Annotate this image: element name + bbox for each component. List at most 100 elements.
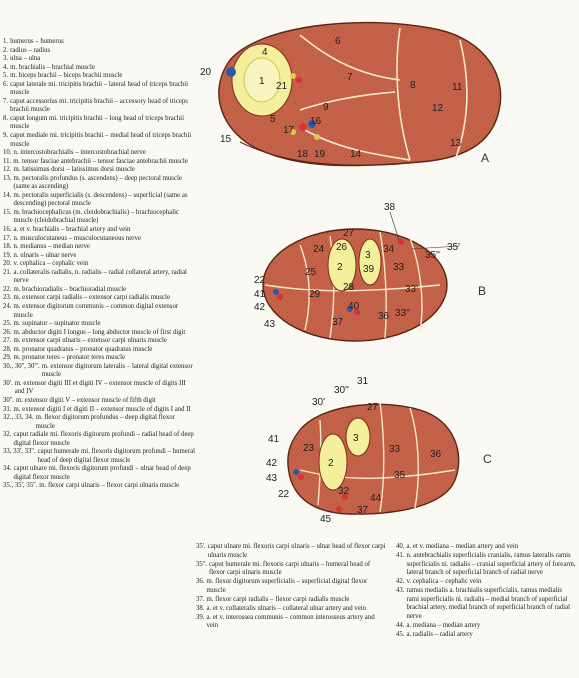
legend-number: 38. xyxy=(196,604,205,612)
section-label-a: A xyxy=(481,151,489,165)
legend-number: 23. xyxy=(3,294,12,302)
svg-text:36: 36 xyxy=(378,311,390,322)
legend-number: 13. xyxy=(3,174,12,182)
legend-text: a. et v. mediana – median artery and vei… xyxy=(406,543,519,550)
legend-number: 39. xyxy=(196,613,205,621)
legend-text: ramus medialis a. brachialis superficial… xyxy=(406,587,571,620)
legend-text: n. intercostobrachialis – intercostobrac… xyxy=(13,149,146,157)
legend-entry: 39.a. et v. interossea communis – common… xyxy=(196,614,386,631)
legend-number: 7. xyxy=(3,97,9,105)
svg-text:12: 12 xyxy=(432,103,444,114)
svg-text:13: 13 xyxy=(450,138,462,149)
svg-text:2: 2 xyxy=(328,458,334,469)
legend-entry: 21.a. collateralis radialis, n. radialis… xyxy=(3,269,195,286)
legend-entry: 20.v. cephalica – cephalic vein xyxy=(3,260,195,269)
svg-text:28: 28 xyxy=(343,282,355,293)
legend-entry: 34.caput ulnare mi. flexoris digitorum p… xyxy=(3,465,195,482)
legend-text: m. abductor digiti I longus – long abduc… xyxy=(13,328,186,336)
legend-number: 32. xyxy=(3,431,12,439)
legend-text: humerus – humerus xyxy=(10,38,64,45)
legend-entry: 26.m. abductor digiti I longus – long ab… xyxy=(3,329,195,338)
legend-text: n. antebrachialis superficialis craniali… xyxy=(406,552,576,577)
legend-text: m. extensor digiti I et digiti II – exte… xyxy=(13,405,191,413)
legend-number: 9. xyxy=(3,132,9,140)
legend-text: v. cephalica – cephalic vein xyxy=(406,578,482,586)
legend-number: 43. xyxy=(396,587,405,595)
legend-bottom-col2: 40.a. et v. mediana – median artery and … xyxy=(396,543,576,640)
legend-text: m. flexor digitorum profundus – deep dig… xyxy=(35,414,175,430)
legend-number: 14. xyxy=(3,191,12,199)
legend-text: m. brachialis – brachial muscle xyxy=(10,63,95,71)
legend-entry: 17.n. musculocutaneus – musculocutaneous… xyxy=(3,235,195,244)
svg-text:40: 40 xyxy=(348,301,360,312)
legend-entry: 35., 35', 35''.m. flexor carpi ulnaris –… xyxy=(3,482,195,491)
svg-text:27: 27 xyxy=(343,228,355,239)
legend-number: 44. xyxy=(396,621,405,629)
legend-entry: 25.m. supinator – supinator muscle xyxy=(3,320,195,329)
legend-number: 20. xyxy=(3,260,12,268)
legend-text: caput longum mi. tricipitis brachii – lo… xyxy=(10,114,184,131)
legend-entry: 2.radius – radius xyxy=(3,47,195,56)
legend-number: 35''. xyxy=(196,560,207,568)
svg-text:43: 43 xyxy=(264,319,276,330)
svg-text:42: 42 xyxy=(266,458,278,469)
svg-text:9: 9 xyxy=(323,102,329,113)
legend-text: m. pectoralis profundus (s. ascendens) –… xyxy=(13,174,182,191)
legend-number: 19. xyxy=(3,251,12,259)
svg-text:20: 20 xyxy=(200,67,212,78)
legend-text: a. et v. interossea communis – common in… xyxy=(206,613,375,630)
legend-number: 36. xyxy=(196,578,205,586)
legend-number: 22. xyxy=(3,285,12,293)
legend-number: 15. xyxy=(3,208,12,216)
legend-entry: 37.m. flexor carpi radialis – flexor car… xyxy=(196,596,386,605)
svg-text:22: 22 xyxy=(278,489,290,500)
svg-text:26: 26 xyxy=(336,242,348,253)
legend-number: 12. xyxy=(3,166,12,174)
legend-text: m. flexor carpi ulnaris – flexor carpi u… xyxy=(39,482,180,490)
legend-entry: 44.a. mediana – median artery xyxy=(396,622,576,631)
legend-entry: 24.m. extensor digitorum communis – comm… xyxy=(3,303,195,320)
legend-number: 28. xyxy=(3,345,12,353)
legend-number: 25. xyxy=(3,320,12,328)
svg-text:35': 35' xyxy=(447,242,460,253)
legend-text: radius – radius xyxy=(10,46,51,54)
legend-entry: 40.a. et v. mediana – median artery and … xyxy=(396,543,576,552)
section-a: 1 4 5 6 7 8 9 11 12 13 14 15 16 17 18 19… xyxy=(200,21,502,167)
legend-entry: 32., 33, 34.m. flexor digitorum profundu… xyxy=(3,414,195,431)
legend-entry: 28.m. pronator quadratus – pronator quad… xyxy=(3,346,195,355)
legend-number: 35'. xyxy=(196,543,206,550)
legend-number: 2. xyxy=(3,46,9,54)
legend-entry: 43.ramus medialis a. brachialis superfic… xyxy=(396,587,576,621)
legend-text: m. pronator quadratus – pronator quadrat… xyxy=(13,345,153,353)
legend-text: ulna – ulna xyxy=(10,55,41,63)
legend-number: 41. xyxy=(396,552,405,560)
legend-entry: 27.m. extensor carpi ulnaris – extensor … xyxy=(3,337,195,346)
legend-number: 16. xyxy=(3,226,12,234)
legend-text: m. extensor digiti V – extensor muscle o… xyxy=(15,396,156,404)
legend-number: 10. xyxy=(3,149,12,157)
legend-entry: 9.caput mediale mi. tricipitis brachii –… xyxy=(3,132,195,149)
legend-number: 24. xyxy=(3,302,12,310)
legend-entry: 35'.caput ulnare mi. flexoris carpi ulna… xyxy=(196,543,386,560)
legend-entry: 30., 30'', 30'''.m. extensor digitorum l… xyxy=(3,363,195,380)
legend-text: caput ulnare mi. flexoris carpi ulnaris … xyxy=(207,543,386,559)
svg-text:5: 5 xyxy=(270,114,276,125)
legend-number: 26. xyxy=(3,328,12,336)
legend-text: m. biceps brachii – biceps brachii muscl… xyxy=(10,72,123,80)
svg-text:33: 33 xyxy=(393,262,405,273)
legend-number: 45. xyxy=(396,630,405,638)
legend-entry: 45.a. radialis – radial artery xyxy=(396,631,576,640)
section-c: 2 3 22 23 27 30' 30'' 31 32 33 35 36 37 … xyxy=(266,376,492,525)
legend-entry: 22.m. brachioradialis – brachioradial mu… xyxy=(3,286,195,295)
legend-text: m. brachioradialis – brachioradial muscl… xyxy=(13,285,127,293)
legend-text: m. pronator teres – pronator teres muscl… xyxy=(13,354,126,362)
svg-text:19: 19 xyxy=(314,149,326,160)
svg-text:11: 11 xyxy=(452,82,463,93)
legend-number: 4. xyxy=(3,63,9,71)
legend-entry: 16.a. et v. brachialis – brachial artery… xyxy=(3,226,195,235)
legend-entry: 7.caput accessorius mi. tricipitis brach… xyxy=(3,98,195,115)
svg-text:37: 37 xyxy=(357,505,369,516)
legend-text: caput humerale mi. flexoris digitorum pr… xyxy=(37,448,195,464)
legend-text: m. extensor carpi ulnaris – extensor car… xyxy=(13,337,167,345)
